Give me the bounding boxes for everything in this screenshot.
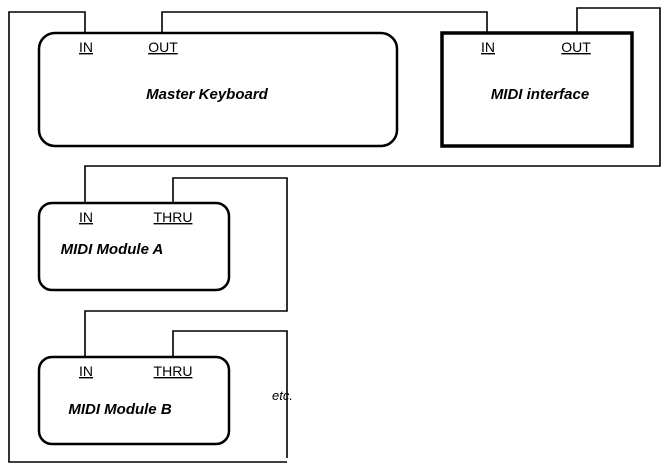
- midi-interface-box: IN OUT MIDI interface: [440, 31, 634, 148]
- midi-interface-in-label: IN: [481, 39, 495, 55]
- midi-module-b-box: IN THRU MIDI Module B: [37, 355, 231, 446]
- cable-master-out-to-interface-in: [161, 11, 488, 33]
- midi-interface-out-label: OUT: [561, 39, 591, 55]
- module-b-thru-label: THRU: [154, 363, 193, 379]
- module-a-thru-label: THRU: [154, 209, 193, 225]
- master-keyboard-in-label: IN: [79, 39, 93, 55]
- cable-interface-out-to-module-a-in: [84, 7, 661, 203]
- midi-module-a-box: IN THRU MIDI Module A: [37, 201, 231, 292]
- cable-module-a-thru-to-module-b-in: [84, 177, 288, 357]
- master-keyboard-title: Master Keyboard: [146, 86, 269, 103]
- master-keyboard-out-label: OUT: [148, 39, 178, 55]
- cable-return-to-master-in: [8, 11, 287, 463]
- module-b-in-label: IN: [79, 363, 93, 379]
- module-a-in-label: IN: [79, 209, 93, 225]
- module-a-title: MIDI Module A: [61, 241, 164, 258]
- cable-module-b-thru-continuation: [172, 330, 288, 458]
- midi-interface-title: MIDI interface: [491, 86, 589, 103]
- continuation-note: etc.: [272, 388, 293, 403]
- module-b-title: MIDI Module B: [68, 401, 171, 418]
- master-keyboard-box: IN OUT Master Keyboard: [37, 31, 399, 148]
